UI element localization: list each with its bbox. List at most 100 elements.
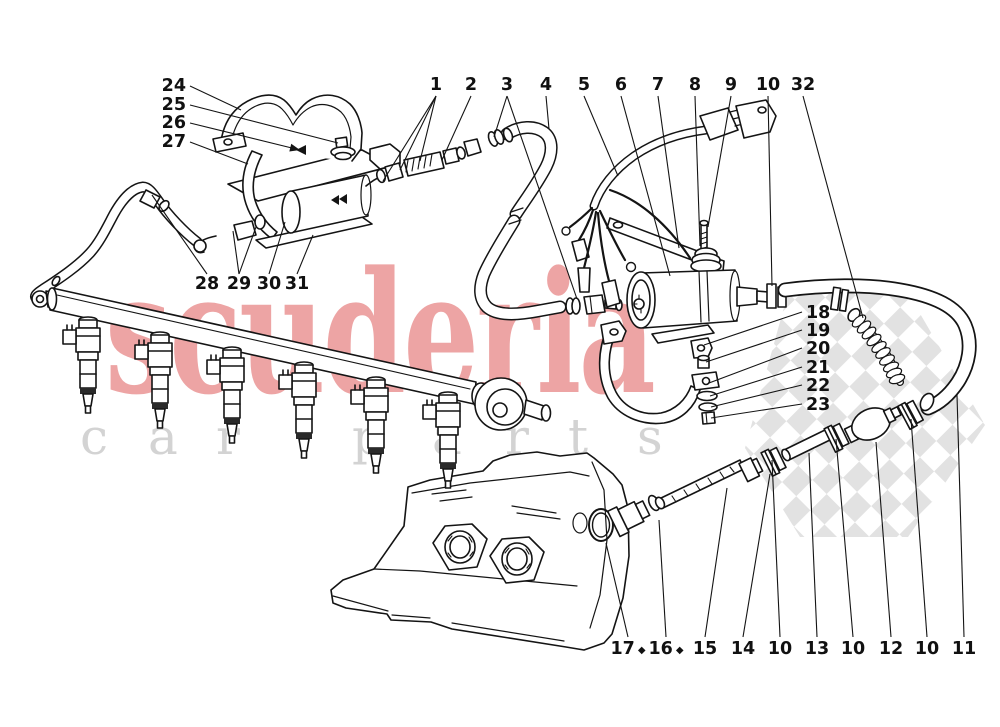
part-number: 10 [841, 639, 865, 659]
callout-22: 22 [710, 376, 830, 408]
leader-line [767, 95, 773, 287]
part-number: 22 [806, 376, 830, 396]
leader-line [605, 542, 629, 638]
callout-10: 10 [835, 438, 865, 659]
leader-line [710, 403, 803, 419]
part-number: 21 [806, 358, 830, 378]
feed-hose [474, 121, 623, 321]
fuel-filter-canister [281, 174, 372, 234]
leader-arrowhead [289, 143, 300, 152]
callout-26: 26 [162, 113, 301, 152]
leader-line [399, 95, 437, 171]
callout-27: 27 [162, 132, 249, 165]
callout-10: 10 [756, 75, 780, 287]
callout-15: 15 [693, 487, 728, 659]
leader-line [441, 95, 472, 161]
part-number: 11 [952, 639, 976, 659]
part-number: 2 [465, 75, 477, 95]
mount-spacer [697, 354, 710, 369]
filter-inlet-fittings [193, 214, 266, 254]
fuel-filter-assembly [193, 94, 482, 254]
filter-outlet-fittings [365, 138, 482, 187]
callout-23: 23 [710, 395, 830, 419]
sub-watermark-letter: c [80, 408, 108, 466]
callout-12: 12 [875, 441, 903, 659]
filter-clamp-bracket [218, 94, 363, 162]
leader-line [506, 95, 578, 300]
part-number: 23 [806, 395, 830, 415]
part-number: 25 [162, 95, 186, 115]
callout-5: 5 [578, 75, 619, 177]
leader-line [268, 221, 286, 275]
part-number: 10 [768, 639, 792, 659]
part-number: 1 [430, 75, 442, 95]
leader-line [875, 441, 892, 638]
callout-29: 29 [227, 226, 257, 294]
leader-line [151, 194, 208, 275]
callout-4: 4 [540, 75, 552, 130]
loop-hose [777, 278, 977, 416]
part-number: 26 [162, 113, 186, 133]
callout-11: 11 [952, 394, 976, 659]
part-number: 10 [915, 639, 939, 659]
callout-31: 31 [285, 234, 314, 294]
part-number: 7 [652, 75, 664, 95]
bracket-grommet [690, 247, 722, 273]
callout-16: 16◆ [648, 519, 684, 659]
sub-watermark-letter: t [568, 408, 588, 466]
part-number: 5 [578, 75, 590, 95]
callout-28: 28 [151, 194, 219, 294]
part-number: 4 [540, 75, 552, 95]
tank-boss-right [489, 536, 545, 584]
leader-line [808, 452, 818, 638]
leader-line [382, 95, 437, 182]
leader-line [802, 95, 864, 319]
leader-line [189, 104, 339, 144]
leader-line [232, 230, 240, 275]
pipe-union [738, 457, 764, 483]
leader-line [493, 95, 508, 138]
coiled-hose-protector [847, 307, 906, 386]
pickup-pipe [654, 459, 745, 510]
fuel-pump [626, 269, 769, 329]
part-number: 17◆ [610, 639, 645, 659]
connecting-pipe [781, 428, 833, 462]
leader-line [657, 95, 680, 249]
leader-line [694, 95, 701, 247]
callout-1: 1 [382, 75, 442, 182]
leader-line [705, 329, 803, 363]
callout-32: 32 [791, 75, 864, 319]
callout-7: 7 [652, 75, 680, 249]
mount-plate [691, 371, 720, 391]
part-number: 29 [227, 274, 251, 294]
part-number: 9 [725, 75, 737, 95]
callout-24: 24 [162, 76, 242, 111]
bracket-nut-washer [330, 136, 356, 161]
part-number: 6 [615, 75, 627, 95]
loop-hose-clamp [829, 286, 850, 312]
part-number: 14 [731, 639, 755, 659]
callout-25: 25 [162, 95, 339, 144]
leader-line [703, 311, 803, 346]
fuel-tank [330, 451, 630, 651]
callout-19: 19 [705, 321, 830, 363]
tank-boss-left [432, 523, 488, 571]
callout-6: 6 [615, 75, 671, 277]
leader-line [419, 95, 437, 162]
part-number: 16◆ [648, 639, 683, 659]
part-number: 10 [756, 75, 780, 95]
part-number: 27 [162, 132, 186, 152]
leader-line [583, 95, 619, 177]
leader-line [707, 95, 732, 228]
part-number: 3 [501, 75, 513, 95]
hose-union [139, 189, 161, 209]
leader-line [189, 141, 249, 165]
pressure-regulator [471, 377, 552, 431]
leader-line [910, 418, 928, 638]
leader-line [189, 122, 301, 151]
tank-pickup-chain [588, 397, 925, 542]
part-number: 15 [693, 639, 717, 659]
